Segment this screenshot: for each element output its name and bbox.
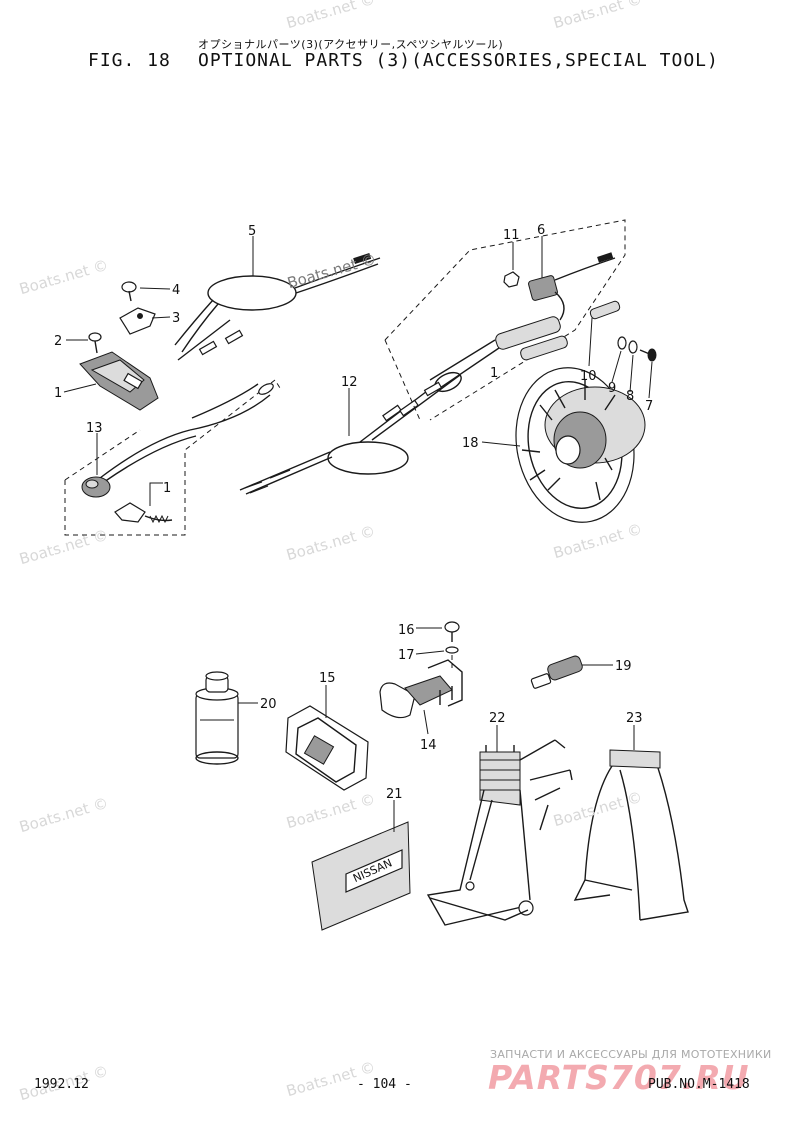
callout-10: 10 bbox=[580, 369, 597, 384]
callout-11: 11 bbox=[503, 228, 520, 243]
part-6-leads bbox=[423, 316, 568, 397]
japanese-title: オプショナルパーツ(3)(アクセサリー,スペツシヤルツール) bbox=[198, 38, 504, 51]
callout-15: 15 bbox=[319, 671, 336, 686]
callout-1: 1 bbox=[54, 386, 62, 401]
callout-23: 23 bbox=[626, 711, 643, 726]
callout-3: 3 bbox=[172, 311, 180, 326]
callout-8: 8 bbox=[626, 389, 634, 404]
part-10-terminal bbox=[589, 300, 621, 320]
footer-publication-number: PUB.NO.M-1418 bbox=[648, 1077, 750, 1092]
figure-title: OPTIONAL PARTS (3)(ACCESSORIES,SPECIAL T… bbox=[198, 50, 719, 71]
part-19-fitting bbox=[530, 655, 583, 689]
part-2-screw bbox=[88, 332, 102, 354]
callout-6: 6 bbox=[537, 223, 545, 238]
part-12-wire-harness bbox=[239, 374, 461, 495]
part-4-screw bbox=[121, 281, 137, 302]
part-6-switch bbox=[528, 252, 616, 321]
part-20-spray-can bbox=[195, 671, 239, 765]
footer-page-number: - 104 - bbox=[357, 1077, 412, 1092]
callout-12: 12 bbox=[341, 375, 358, 390]
part-23-stand bbox=[573, 749, 689, 921]
part-15-plate bbox=[285, 705, 369, 791]
part-3-clamp bbox=[119, 307, 156, 335]
callout-20: 20 bbox=[260, 697, 277, 712]
callout-9: 9 bbox=[608, 381, 616, 396]
callout-4: 4 bbox=[172, 283, 180, 298]
part-9-washer bbox=[617, 336, 627, 350]
part-22-cart bbox=[426, 739, 573, 926]
part-8-washer bbox=[628, 340, 638, 354]
shop-logo: PARTS707.RU bbox=[488, 1058, 750, 1097]
callout-1-key: 1 bbox=[163, 481, 171, 496]
callout-14: 14 bbox=[420, 738, 437, 753]
part-17-washer bbox=[445, 646, 459, 668]
part-5-wire-harness bbox=[174, 252, 381, 361]
part-14-bracket bbox=[379, 659, 463, 719]
callout-18: 18 bbox=[462, 436, 479, 451]
callout-7: 7 bbox=[645, 399, 653, 414]
callout-16: 16 bbox=[398, 623, 415, 638]
part-16-screw bbox=[444, 621, 460, 642]
callout-leaders bbox=[63, 236, 653, 832]
callout-1-kit: 1 bbox=[490, 366, 498, 381]
callout-5: 5 bbox=[248, 224, 256, 239]
part-18-cord-reel bbox=[515, 367, 646, 523]
callout-2: 2 bbox=[54, 334, 62, 349]
callout-13: 13 bbox=[86, 421, 103, 436]
part-1-key-lanyard bbox=[114, 502, 173, 524]
callout-21: 21 bbox=[386, 787, 403, 802]
callout-22: 22 bbox=[489, 711, 506, 726]
callout-19: 19 bbox=[615, 659, 632, 674]
part-21-decal bbox=[311, 821, 411, 931]
callout-17: 17 bbox=[398, 648, 415, 663]
part-1-switch-housing bbox=[79, 351, 159, 411]
shop-tagline: ЗАПЧАСТИ И АКСЕССУАРЫ ДЛЯ МОТОТЕХНИКИ bbox=[490, 1048, 772, 1061]
part-13-kit-box bbox=[64, 379, 281, 536]
figure-number: FIG. 18 bbox=[88, 50, 171, 71]
part-7-screw bbox=[639, 348, 657, 362]
part-11-nut bbox=[503, 271, 520, 288]
footer-date: 1992.12 bbox=[34, 1077, 89, 1092]
